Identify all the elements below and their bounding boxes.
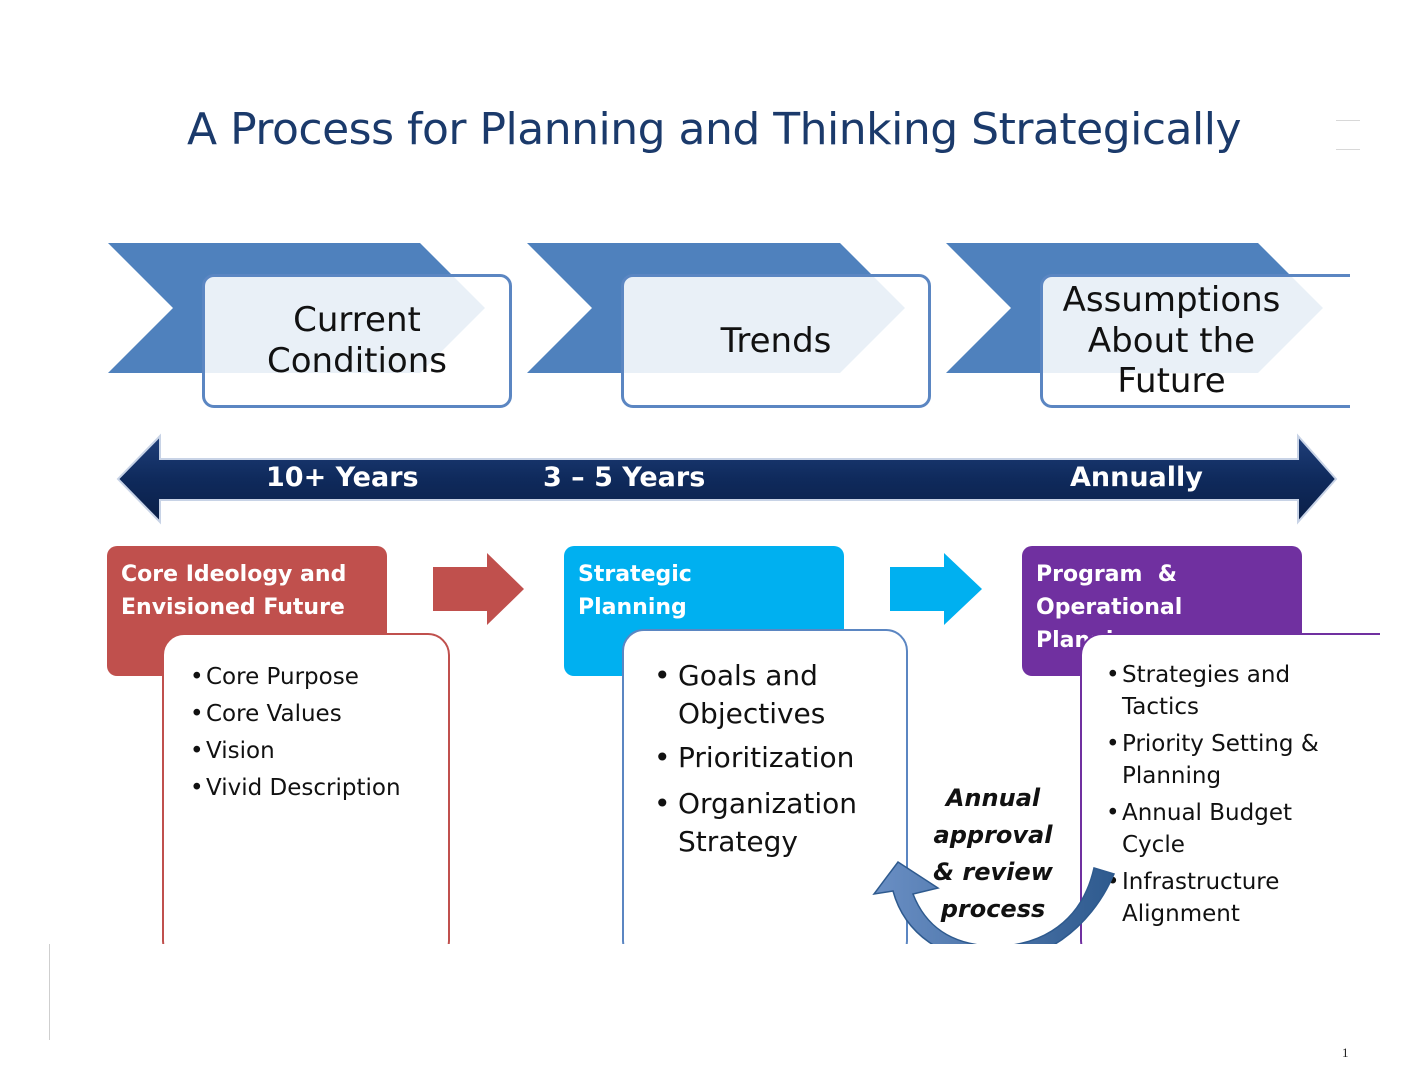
bottom-mask — [100, 944, 1400, 1004]
list-item: Organization Strategy — [654, 785, 900, 861]
timeline-label-3-5-years: 3 – 5 Years — [543, 462, 706, 493]
list-item: Core Purpose — [190, 659, 438, 696]
timeline-label-10-years: 10+ Years — [266, 462, 419, 493]
list-item: Infrastructure Alignment — [1106, 866, 1346, 930]
block-arrow-blue — [890, 553, 982, 625]
current-conditions-box: Current Conditions — [202, 274, 512, 408]
list-item: Prioritization — [654, 739, 900, 777]
block-arrow-red — [433, 553, 524, 625]
core-ideology-list-box: Core Purpose Core Values Vision Vivid De… — [162, 633, 450, 963]
decor-line — [1336, 149, 1360, 150]
timeline-arrow — [116, 433, 1338, 525]
page-number: 1 — [1342, 1045, 1349, 1060]
list-item: Vivid Description — [190, 770, 438, 807]
decor-line — [49, 944, 50, 1040]
bottom-mask-2 — [860, 944, 1140, 984]
list-item: Priority Setting & Planning — [1106, 728, 1346, 792]
assumptions-box: Assumptions About the Future — [1040, 274, 1350, 408]
list-item: Core Values — [190, 696, 438, 733]
list-item: Strategies and Tactics — [1106, 659, 1346, 723]
program-operational-list-box: Strategies and Tactics Priority Setting … — [1080, 633, 1380, 963]
list-item: Annual Budget Cycle — [1106, 797, 1346, 861]
list-item: Goals and Objectives — [654, 657, 900, 733]
page-title: A Process for Planning and Thinking Stra… — [187, 104, 1242, 155]
decor-line — [1336, 120, 1360, 121]
strategic-planning-list-box: Goals and Objectives Prioritization Orga… — [622, 629, 908, 963]
timeline-label-annually: Annually — [1070, 462, 1203, 493]
list-item: Vision — [190, 733, 438, 770]
trends-box: Trends — [621, 274, 931, 408]
annual-approval-note: Annual approval & review process — [933, 784, 1053, 923]
